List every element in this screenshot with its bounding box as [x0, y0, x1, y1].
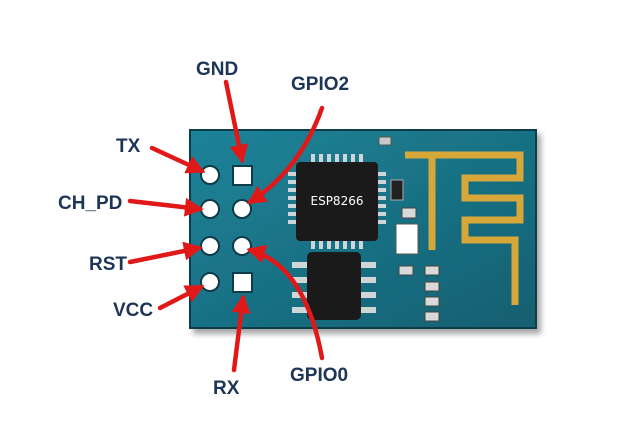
- arrow-gpio2: [246, 105, 325, 205]
- label-vcc: VCC: [113, 300, 153, 321]
- smd-component: [424, 311, 440, 322]
- pin-pad-rst: [200, 236, 220, 256]
- arrow-gpio0: [246, 244, 325, 361]
- label-gpio0: GPIO0: [290, 365, 348, 386]
- pin-pad-ch-pd: [200, 199, 220, 219]
- smd-component: [378, 136, 392, 146]
- arrow-gnd: [223, 79, 249, 164]
- arrow-rst: [127, 241, 203, 265]
- pin-pad-rx: [232, 272, 253, 293]
- esp8266-chip-pins: [288, 154, 386, 249]
- label-rst: RST: [89, 254, 127, 275]
- pin-pad-gnd: [232, 165, 253, 186]
- pin-pad-gpio2: [232, 199, 252, 219]
- label-rx: RX: [213, 378, 240, 399]
- arrow-rx: [231, 294, 251, 373]
- label-ch-pd: CH_PD: [58, 193, 122, 214]
- smd-crystal: [395, 223, 419, 255]
- smd-component: [424, 265, 440, 276]
- flash-memory-chip: [307, 252, 361, 320]
- smd-component: [401, 207, 417, 219]
- header-pins: [200, 165, 253, 293]
- label-tx: TX: [116, 136, 141, 157]
- arrow-tx: [149, 145, 206, 174]
- label-gnd: GND: [196, 59, 238, 80]
- label-gpio2: GPIO2: [291, 74, 349, 95]
- pin-pad-gpio0: [232, 236, 252, 256]
- chip-label: ESP8266: [311, 194, 364, 208]
- pcb-antenna: [405, 151, 524, 305]
- esp8266-chip: [296, 162, 378, 241]
- arrow-vcc: [157, 284, 205, 311]
- smd-components: [378, 136, 440, 322]
- smd-component: [398, 265, 414, 276]
- pin-pad-tx: [200, 165, 220, 185]
- pin-pad-vcc: [200, 272, 220, 292]
- smd-component: [424, 296, 440, 307]
- arrow-ch-pd: [127, 197, 204, 217]
- smd-component: [424, 281, 440, 292]
- pin-arrows: [127, 79, 325, 373]
- smd-component: [390, 179, 404, 201]
